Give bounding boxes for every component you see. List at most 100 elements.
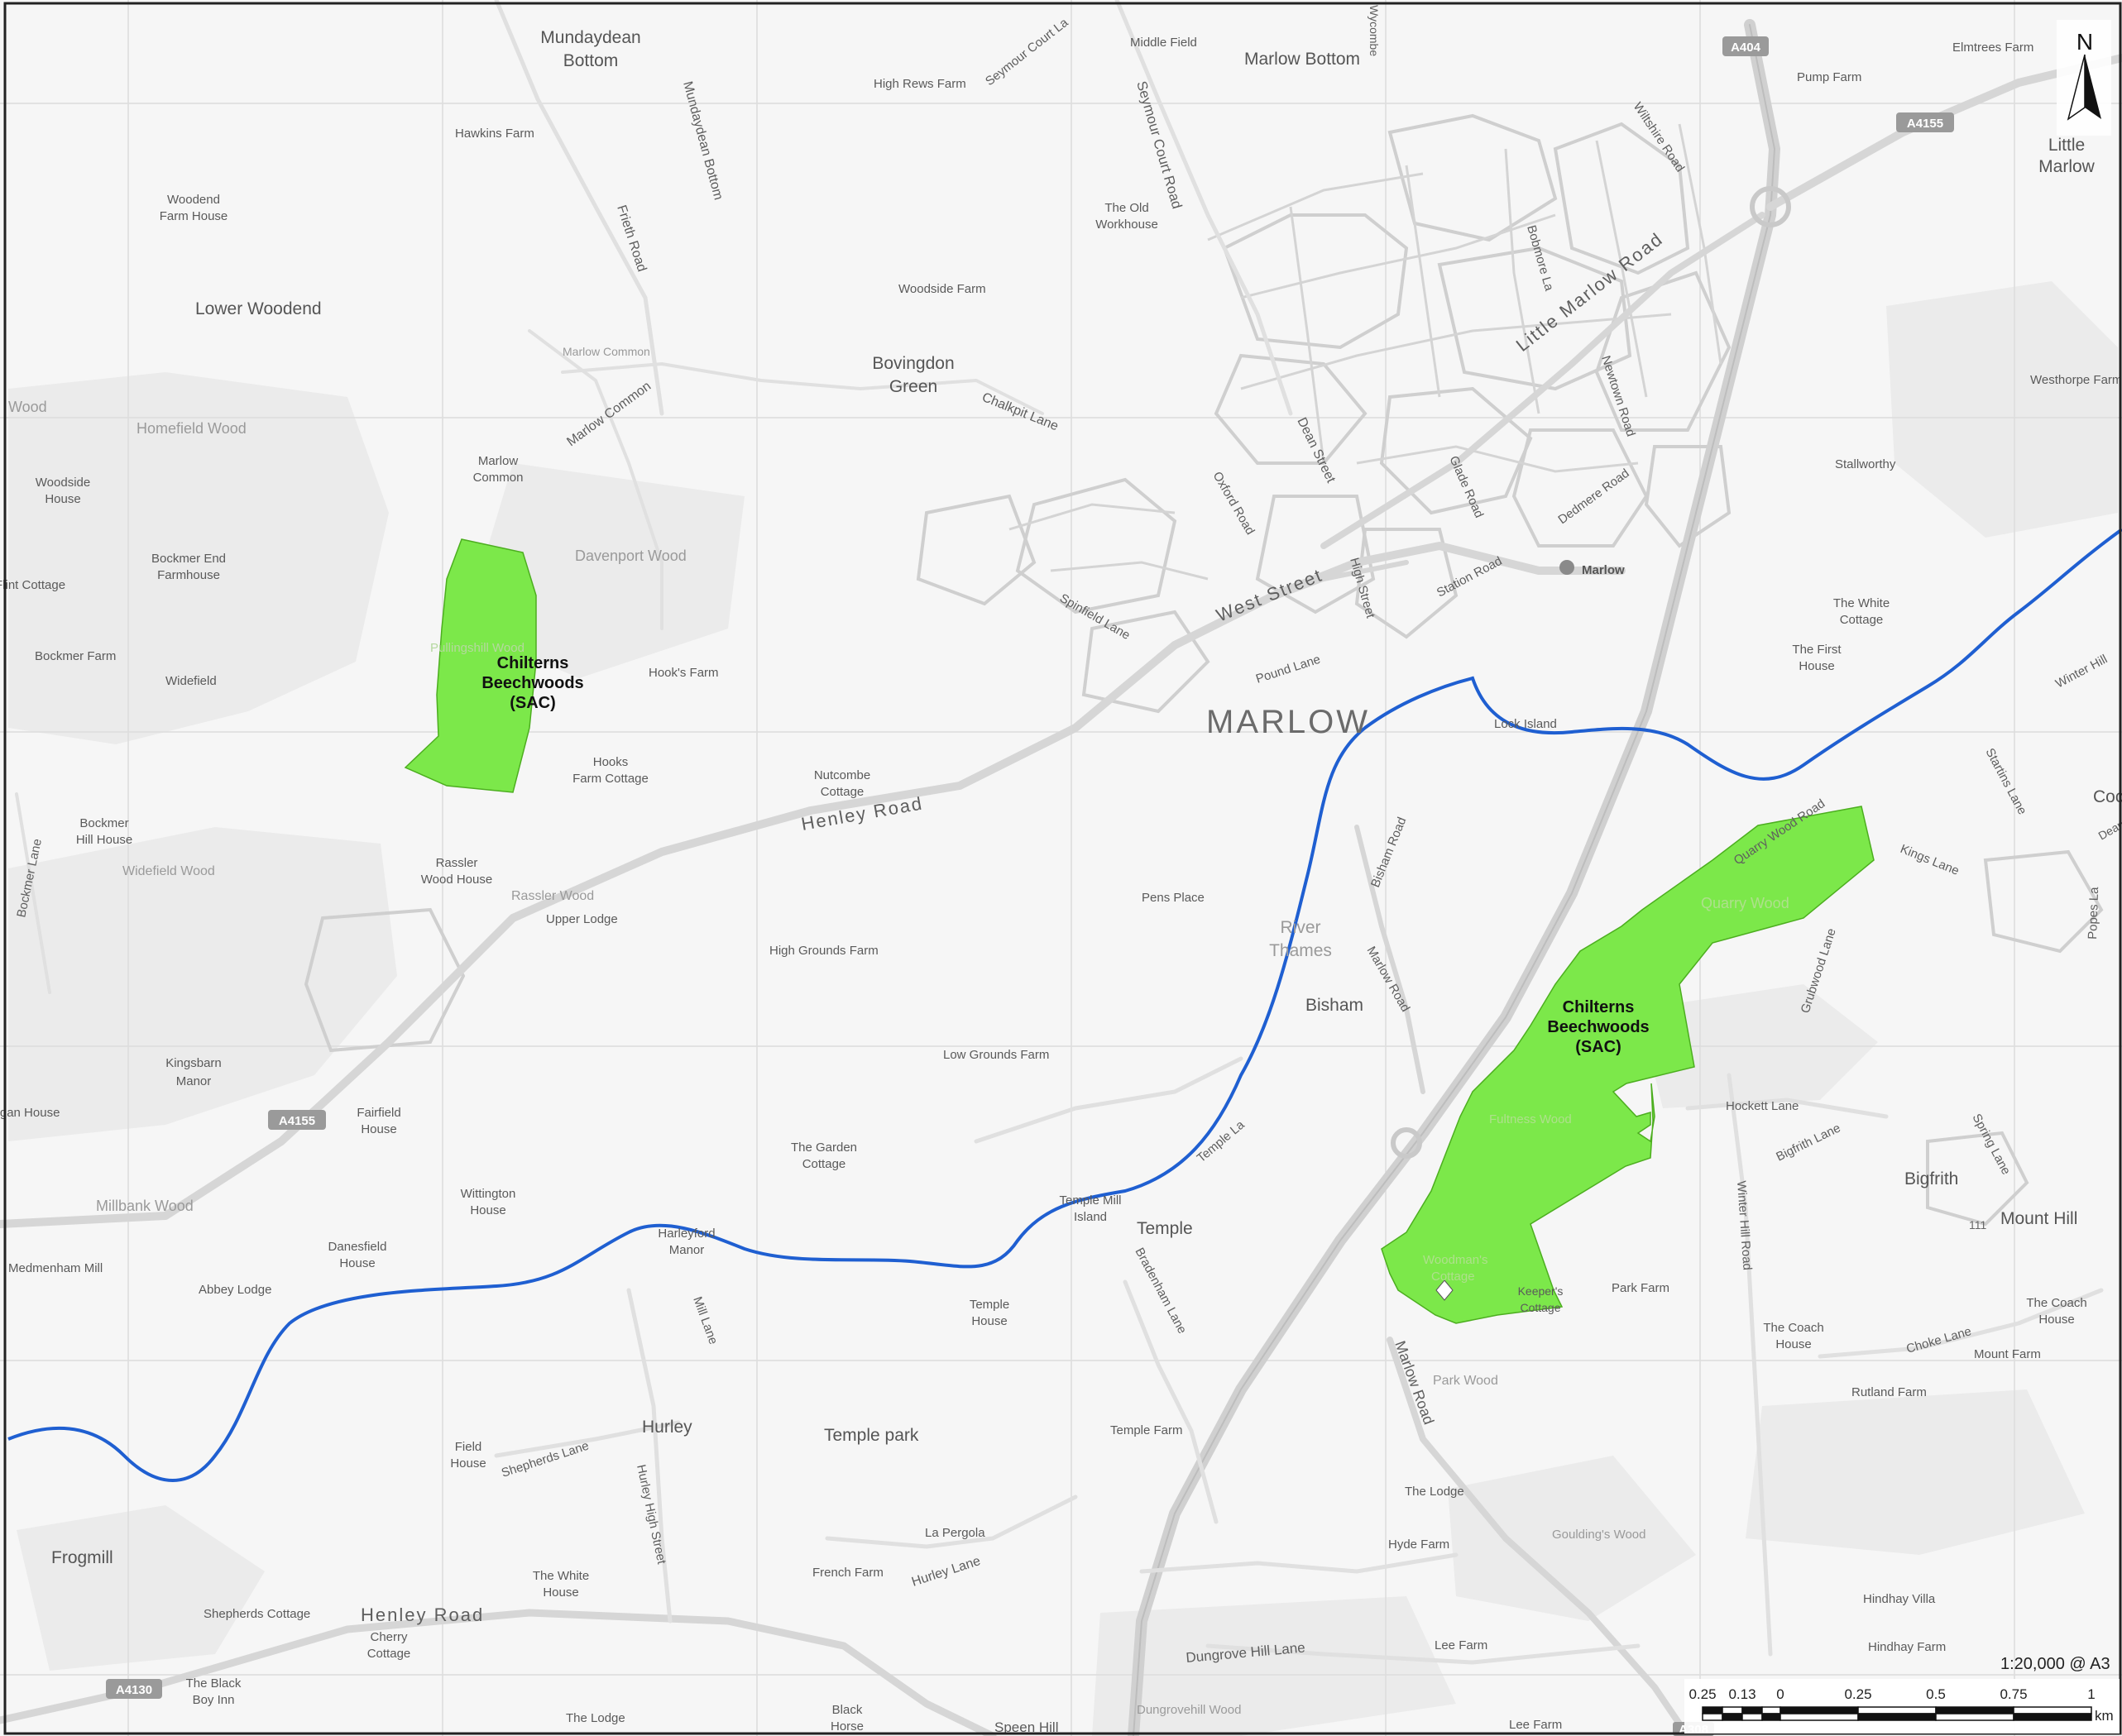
label-marlow-station: Marlow xyxy=(1582,563,1625,577)
label-first-house-1: The First xyxy=(1792,643,1842,657)
dungrovehill-wood-label: Dungrovehill Wood xyxy=(1137,1703,1241,1717)
label-widefield: Widefield xyxy=(165,674,217,688)
label-temple-park: Temple park xyxy=(824,1426,919,1445)
place-labels: Mundaydean Bottom Hawkins Farm Woodend F… xyxy=(0,28,2122,1735)
scale-tick-1: 1 xyxy=(2087,1686,2095,1702)
label-lee-farm-a: Lee Farm xyxy=(1435,1638,1487,1652)
label-rassler-wood-house-2: Wood House xyxy=(421,873,492,887)
label-coach-house-a-2: House xyxy=(1775,1337,1811,1351)
sac-label-east-line-1: Chilterns xyxy=(1563,998,1635,1016)
scale-ratio-text: 1:20,000 @ A3 xyxy=(2000,1655,2110,1673)
label-river-thames-2: Thames xyxy=(1269,941,1332,960)
road-label-henley-road-b: Henley Road xyxy=(361,1604,484,1625)
label-lock-island: Lock Island xyxy=(1494,717,1557,731)
label-bisham: Bisham xyxy=(1305,996,1363,1015)
label-woodend-farm-house-1: Woodend xyxy=(167,193,220,207)
label-bockmer-hill-house-1: Bockmer xyxy=(79,816,128,830)
label-temple: Temple xyxy=(1137,1219,1193,1238)
north-arrow: N xyxy=(2057,20,2111,136)
label-pump-farm: Pump Farm xyxy=(1797,70,1861,84)
label-white-cottage-2: Cottage xyxy=(1840,613,1884,627)
park-wood-label: Park Wood xyxy=(1433,1374,1498,1388)
marlow-station-marker xyxy=(1559,560,1574,575)
label-spot-height: 111 xyxy=(1969,1218,1986,1231)
sac-label-east-line-3: (SAC) xyxy=(1575,1038,1621,1056)
label-rassler-wood-house-1: Rassler xyxy=(436,856,478,870)
label-hawkins-farm: Hawkins Farm xyxy=(455,127,534,141)
label-pens-place: Pens Place xyxy=(1142,891,1205,905)
svg-text:A404: A404 xyxy=(1731,41,1761,55)
millbank-wood-label: Millbank Wood xyxy=(96,1198,194,1214)
label-old-workhouse-2: Workhouse xyxy=(1095,218,1158,232)
label-bockmer-end-1: Bockmer End xyxy=(151,552,226,566)
label-temple-mill-island-1: Temple Mill xyxy=(1059,1193,1121,1208)
label-white-house-1: The White xyxy=(533,1569,589,1583)
label-hindhay-farm: Hindhay Farm xyxy=(1868,1640,1946,1654)
svg-text:A4155: A4155 xyxy=(1907,117,1943,131)
label-garden-cottage-1: The Garden xyxy=(791,1141,857,1155)
svg-text:A4155: A4155 xyxy=(279,1114,315,1128)
scale-tick-05: 0.5 xyxy=(1926,1686,1946,1702)
label-black-boy-inn-1: The Black xyxy=(186,1676,242,1691)
scale-bar: 0.25 0.13 0 0.25 0.5 0.75 1 km xyxy=(1684,1679,2120,1734)
scale-tick-025: 0.25 xyxy=(1844,1686,1871,1702)
label-black-boy-inn-2: Boy Inn xyxy=(193,1693,235,1707)
label-field-house-1: Field xyxy=(455,1440,482,1454)
label-bigfrith: Bigfrith xyxy=(1904,1169,1958,1188)
sac-polygon-west xyxy=(404,538,537,793)
sac-label-west-line-1: Chilterns xyxy=(497,654,569,672)
label-speen-hill: Speen Hill xyxy=(994,1719,1059,1735)
label-wittington-house-1: Wittington xyxy=(461,1187,516,1201)
scale-tick-0: 0 xyxy=(1776,1686,1784,1702)
label-mount-farm: Mount Farm xyxy=(1974,1347,2041,1361)
label-fairfield-house-2: House xyxy=(361,1122,396,1136)
label-lee-farm-b: Lee Farm xyxy=(1509,1718,1562,1732)
label-old-workhouse-1: The Old xyxy=(1104,201,1148,215)
label-cherry-cottage-2: Cottage xyxy=(367,1647,411,1661)
roundabout-bisham xyxy=(1391,1127,1422,1159)
label-kingsbarn-manor-1: Kingsbarn xyxy=(165,1056,222,1070)
roundabouts xyxy=(1391,186,1791,1159)
town-label-marlow: MARLOW xyxy=(1206,704,1370,740)
road-label-popes-la: Popes La xyxy=(2086,887,2101,940)
label-medmenham-mill: Medmenham Mill xyxy=(8,1261,103,1275)
svg-text:A4130: A4130 xyxy=(116,1683,152,1697)
label-marlow-bottom: Marlow Bottom xyxy=(1244,50,1360,69)
label-nutcombe-cottage-1: Nutcombe xyxy=(814,768,870,782)
label-high-rews-farm: High Rews Farm xyxy=(874,77,966,91)
label-lower-woodend: Lower Woodend xyxy=(195,299,322,318)
label-woodside-house-2: House xyxy=(45,492,80,506)
sac-label-west-line-3: (SAC) xyxy=(510,694,556,712)
label-stallworthy: Stallworthy xyxy=(1835,457,1896,471)
scale-tick-013: 0.13 xyxy=(1728,1686,1756,1702)
woodmans-cottage-marker xyxy=(1435,1279,1454,1301)
label-low-grounds-farm: Low Grounds Farm xyxy=(943,1048,1049,1062)
label-shepherds-cottage: Shepherds Cottage xyxy=(204,1607,310,1621)
roundabout-a404-north xyxy=(1750,186,1791,227)
label-bovingdon-green-1: Bovingdon xyxy=(872,354,954,373)
wood-labels: Wood Homefield Wood Davenport Wood Pulli… xyxy=(8,399,1789,1717)
label-flint-cottage: Flint Cottage xyxy=(0,578,65,592)
shield-a4130: A4130 xyxy=(106,1679,162,1699)
label-middle-field: Middle Field xyxy=(1130,36,1197,50)
sac-label-east: Chilterns Beechwoods (SAC) xyxy=(1547,998,1649,1056)
quarry-wood-label: Quarry Wood xyxy=(1701,895,1789,911)
label-park-farm: Park Farm xyxy=(1612,1281,1669,1295)
label-mundaydean-bottom-1: Mundaydean xyxy=(540,28,640,47)
label-westhorpe-farm: Westhorpe Farm xyxy=(2030,373,2122,387)
pullingshill-wood-label: Pullingshill Wood xyxy=(430,641,525,655)
river-thames xyxy=(7,528,2122,1482)
label-river-thames-1: River xyxy=(1280,918,1320,937)
scale-tick-075: 0.75 xyxy=(2000,1686,2027,1702)
label-bockmer-end-2: Farmhouse xyxy=(157,568,220,582)
label-field-house-2: House xyxy=(450,1456,486,1471)
sac-label-west-line-2: Beechwoods xyxy=(481,674,583,692)
label-bockmer-hill-house-2: Hill House xyxy=(76,833,132,847)
label-high-grounds-farm: High Grounds Farm xyxy=(769,944,879,958)
label-coach-house-a-1: The Coach xyxy=(1763,1321,1823,1335)
label-first-house-2: House xyxy=(1799,659,1834,673)
label-woodside-farm: Woodside Farm xyxy=(898,282,986,296)
